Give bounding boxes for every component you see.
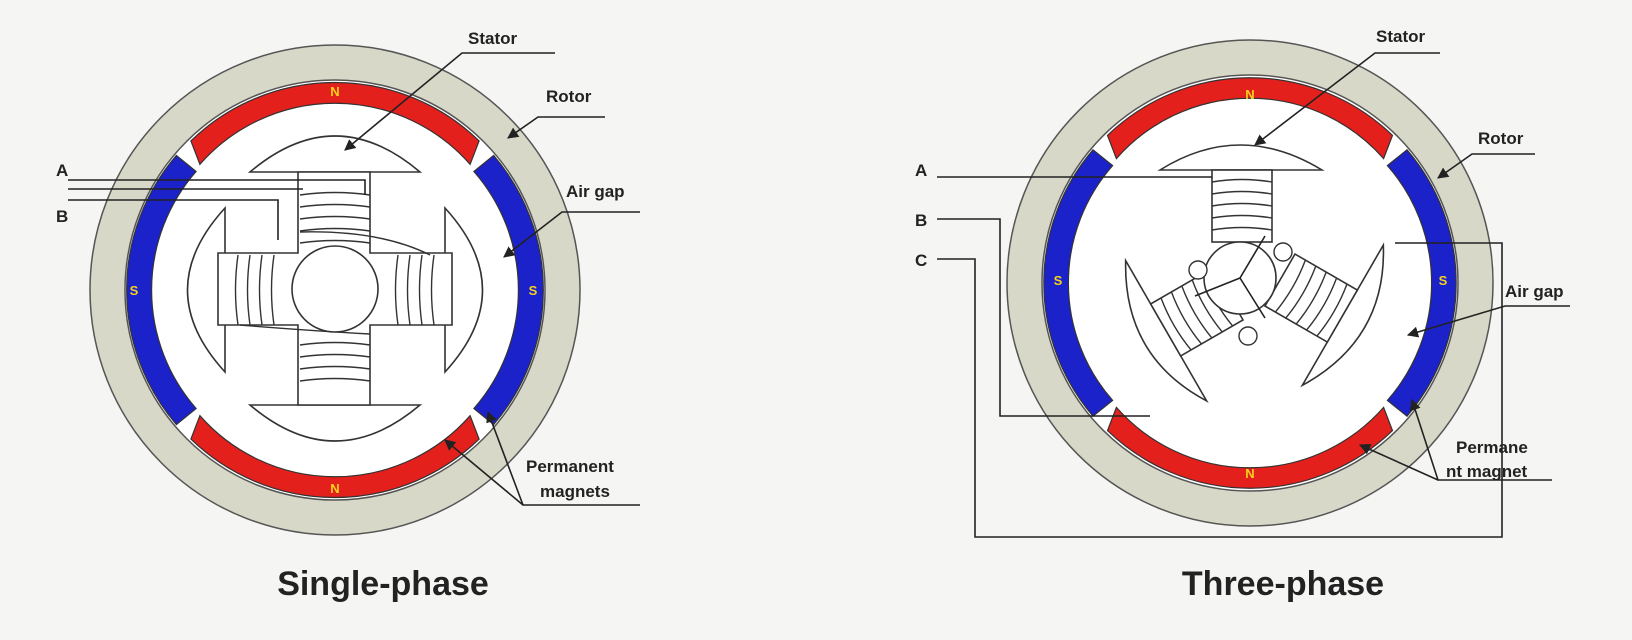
north-magnet-top	[1106, 77, 1394, 160]
south-magnet-right	[1386, 148, 1457, 418]
label-wire-a: A	[56, 161, 68, 180]
stator-shoe-right	[444, 205, 484, 375]
single-phase-motor: N N S S A B Stator Rotor Air g	[56, 29, 640, 603]
south-magnet-left	[1043, 148, 1114, 418]
rotor-shaft	[291, 245, 379, 333]
label-rotor: Rotor	[1478, 129, 1524, 148]
title-single-phase: Single-phase	[277, 565, 489, 603]
three-phase-motor: N N S S A B C	[915, 27, 1570, 603]
label-air-gap: Air gap	[1505, 282, 1564, 301]
wire-b-line	[68, 199, 279, 240]
pole-s-left: S	[130, 283, 139, 298]
pole-n-bottom: N	[330, 481, 339, 496]
wire-a-line	[68, 179, 366, 195]
pole-s-right: S	[1439, 273, 1448, 288]
south-magnet-left	[126, 154, 197, 426]
stator-shoe-top	[247, 135, 423, 173]
pole-n-bottom: N	[1245, 466, 1254, 481]
label-permanent-magnet-2: nt magnet	[1446, 462, 1528, 481]
pole-s-right: S	[529, 283, 538, 298]
air-gap-leader	[503, 211, 640, 258]
coil-end-2	[1273, 242, 1293, 262]
label-permanent-magnet-1: Permane	[1456, 438, 1528, 457]
air-gap-leader	[1406, 305, 1570, 338]
label-wire-a: A	[915, 161, 927, 180]
stator-leader	[344, 52, 555, 151]
coil-end-1	[1188, 260, 1208, 280]
coil-end-3	[1238, 326, 1258, 346]
pole-n-top: N	[1245, 87, 1254, 102]
stator-shoe-left	[186, 205, 226, 375]
pole-s-left: S	[1054, 273, 1063, 288]
stator-tooth-top	[1157, 144, 1325, 243]
stator-tooth-right	[1263, 242, 1385, 388]
wire-b-line	[937, 218, 1150, 417]
magnet-leader-2	[1358, 444, 1439, 481]
label-permanent-magnets-1: Permanent	[526, 457, 614, 476]
north-magnet-bottom	[1106, 406, 1394, 489]
label-stator: Stator	[468, 29, 518, 48]
star-connection	[1194, 235, 1266, 319]
rotor-leader	[507, 116, 605, 139]
rotor-leader	[1437, 153, 1535, 179]
stator-shoe-bottom	[247, 404, 423, 442]
label-wire-c: C	[915, 251, 927, 270]
north-magnet-top	[190, 81, 480, 166]
label-rotor: Rotor	[546, 87, 592, 106]
label-wire-b: B	[56, 207, 68, 226]
label-permanent-magnets-2: magnets	[540, 482, 610, 501]
pole-n-top: N	[330, 84, 339, 99]
wire-c-line	[937, 242, 1503, 538]
south-magnet-right	[473, 154, 544, 426]
stator-leader	[1254, 52, 1440, 146]
label-air-gap: Air gap	[566, 182, 625, 201]
title-three-phase: Three-phase	[1182, 565, 1384, 603]
north-magnet-bottom	[190, 414, 480, 499]
stator-coils	[234, 191, 435, 382]
label-stator: Stator	[1376, 27, 1426, 46]
magnets-leader-2	[444, 439, 524, 506]
label-wire-b: B	[915, 211, 927, 230]
